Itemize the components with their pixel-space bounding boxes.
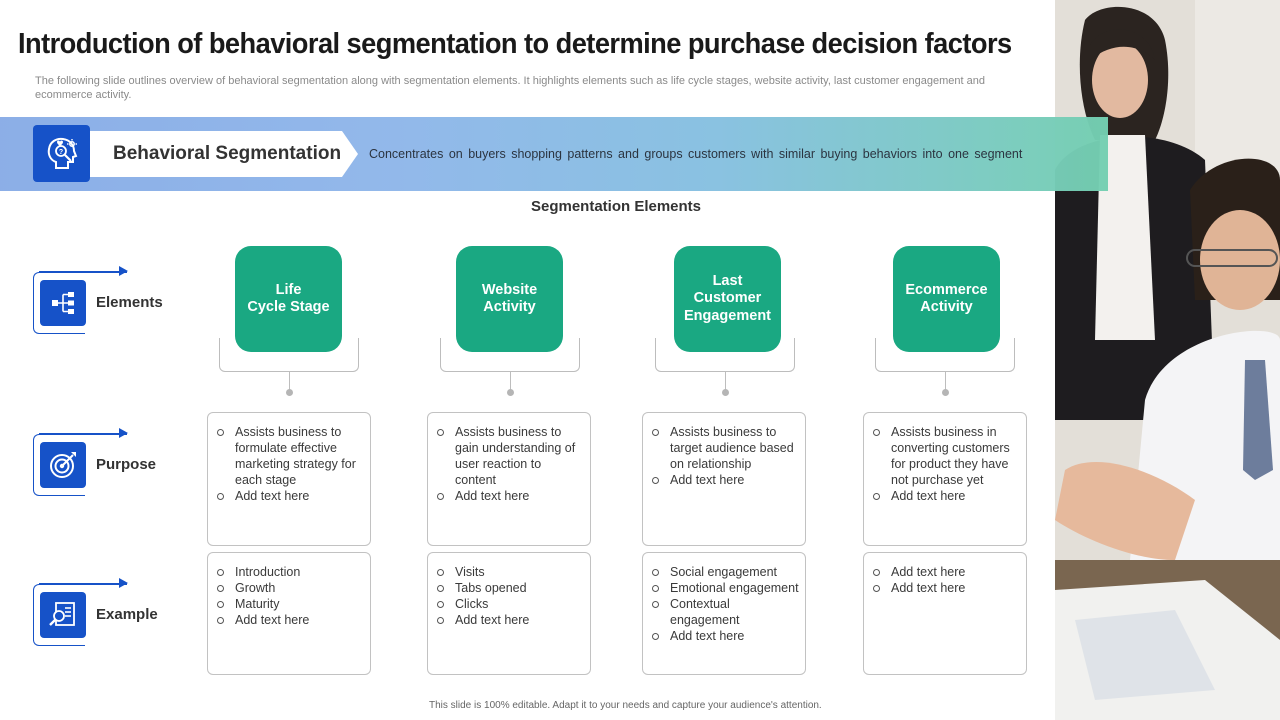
row-marker-elements: Elements (33, 272, 133, 334)
example-item: Growth (216, 580, 364, 596)
svg-text:?: ? (58, 149, 62, 156)
banner-description: Concentrates on buyers shopping patterns… (369, 147, 1022, 161)
element-pill: Ecommerce Activity (893, 246, 1000, 352)
purpose-item: Add text here (872, 488, 1020, 504)
purpose-card: Assists business to target audience base… (642, 412, 806, 546)
row-label-purpose: Purpose (96, 456, 156, 473)
page-subtitle: The following slide outlines overview of… (35, 74, 1010, 102)
element-stem (945, 372, 946, 390)
row-marker-example: Example (33, 584, 133, 646)
example-item: Introduction (216, 564, 364, 580)
example-card: Social engagement Emotional engagement C… (642, 552, 806, 675)
row-marker-purpose: Purpose (33, 434, 133, 496)
segmentation-elements-heading: Segmentation Elements (500, 198, 732, 215)
connector-dot (507, 389, 514, 396)
arrow-right-icon (119, 428, 128, 438)
hierarchy-icon (40, 280, 86, 326)
example-item: Social engagement (651, 564, 799, 580)
example-card: Introduction Growth Maturity Add text he… (207, 552, 371, 675)
head-question-icon: ? (33, 125, 90, 182)
purpose-item: Add text here (651, 472, 799, 488)
example-item: Add text here (872, 564, 1020, 580)
example-item: Maturity (216, 596, 364, 612)
element-stem (725, 372, 726, 390)
example-item: Add text here (872, 580, 1020, 596)
row-label-example: Example (96, 606, 158, 623)
example-item: Add text here (216, 612, 364, 628)
page-title: Introduction of behavioral segmentation … (18, 28, 1012, 61)
example-item: Tabs opened (436, 580, 584, 596)
purpose-card: Assists business in converting customers… (863, 412, 1027, 546)
purpose-item: Assists business to target audience base… (651, 424, 799, 472)
purpose-item: Add text here (216, 488, 364, 504)
footer-note: This slide is 100% editable. Adapt it to… (429, 700, 822, 711)
example-item: Emotional engagement (651, 580, 799, 596)
example-card: Visits Tabs opened Clicks Add text here (427, 552, 591, 675)
connector-dot (286, 389, 293, 396)
connector-dot (722, 389, 729, 396)
element-pill: Life Cycle Stage (235, 246, 342, 352)
connector-dot (942, 389, 949, 396)
example-item: Add text here (651, 628, 799, 644)
target-icon (40, 442, 86, 488)
banner-label: Behavioral Segmentation (90, 131, 358, 177)
example-item: Visits (436, 564, 584, 580)
purpose-item: Assists business to gain understanding o… (436, 424, 584, 488)
purpose-item: Assists business in converting customers… (872, 424, 1020, 488)
purpose-card: Assists business to formulate effective … (207, 412, 371, 546)
element-pill: Website Activity (456, 246, 563, 352)
element-stem (510, 372, 511, 390)
arrow-right-icon (119, 578, 128, 588)
row-label-elements: Elements (96, 294, 163, 311)
arrow-right-icon (119, 266, 128, 276)
example-card: Add text here Add text here (863, 552, 1027, 675)
purpose-card: Assists business to gain understanding o… (427, 412, 591, 546)
example-item: Add text here (436, 612, 584, 628)
element-stem (289, 372, 290, 390)
purpose-item: Add text here (436, 488, 584, 504)
business-people-photo (1055, 0, 1280, 720)
example-item: Clicks (436, 596, 584, 612)
purpose-item: Assists business to formulate effective … (216, 424, 364, 488)
example-item: Contextual engagement (651, 596, 799, 628)
element-pill: Last Customer Engagement (674, 246, 781, 352)
document-search-icon (40, 592, 86, 638)
